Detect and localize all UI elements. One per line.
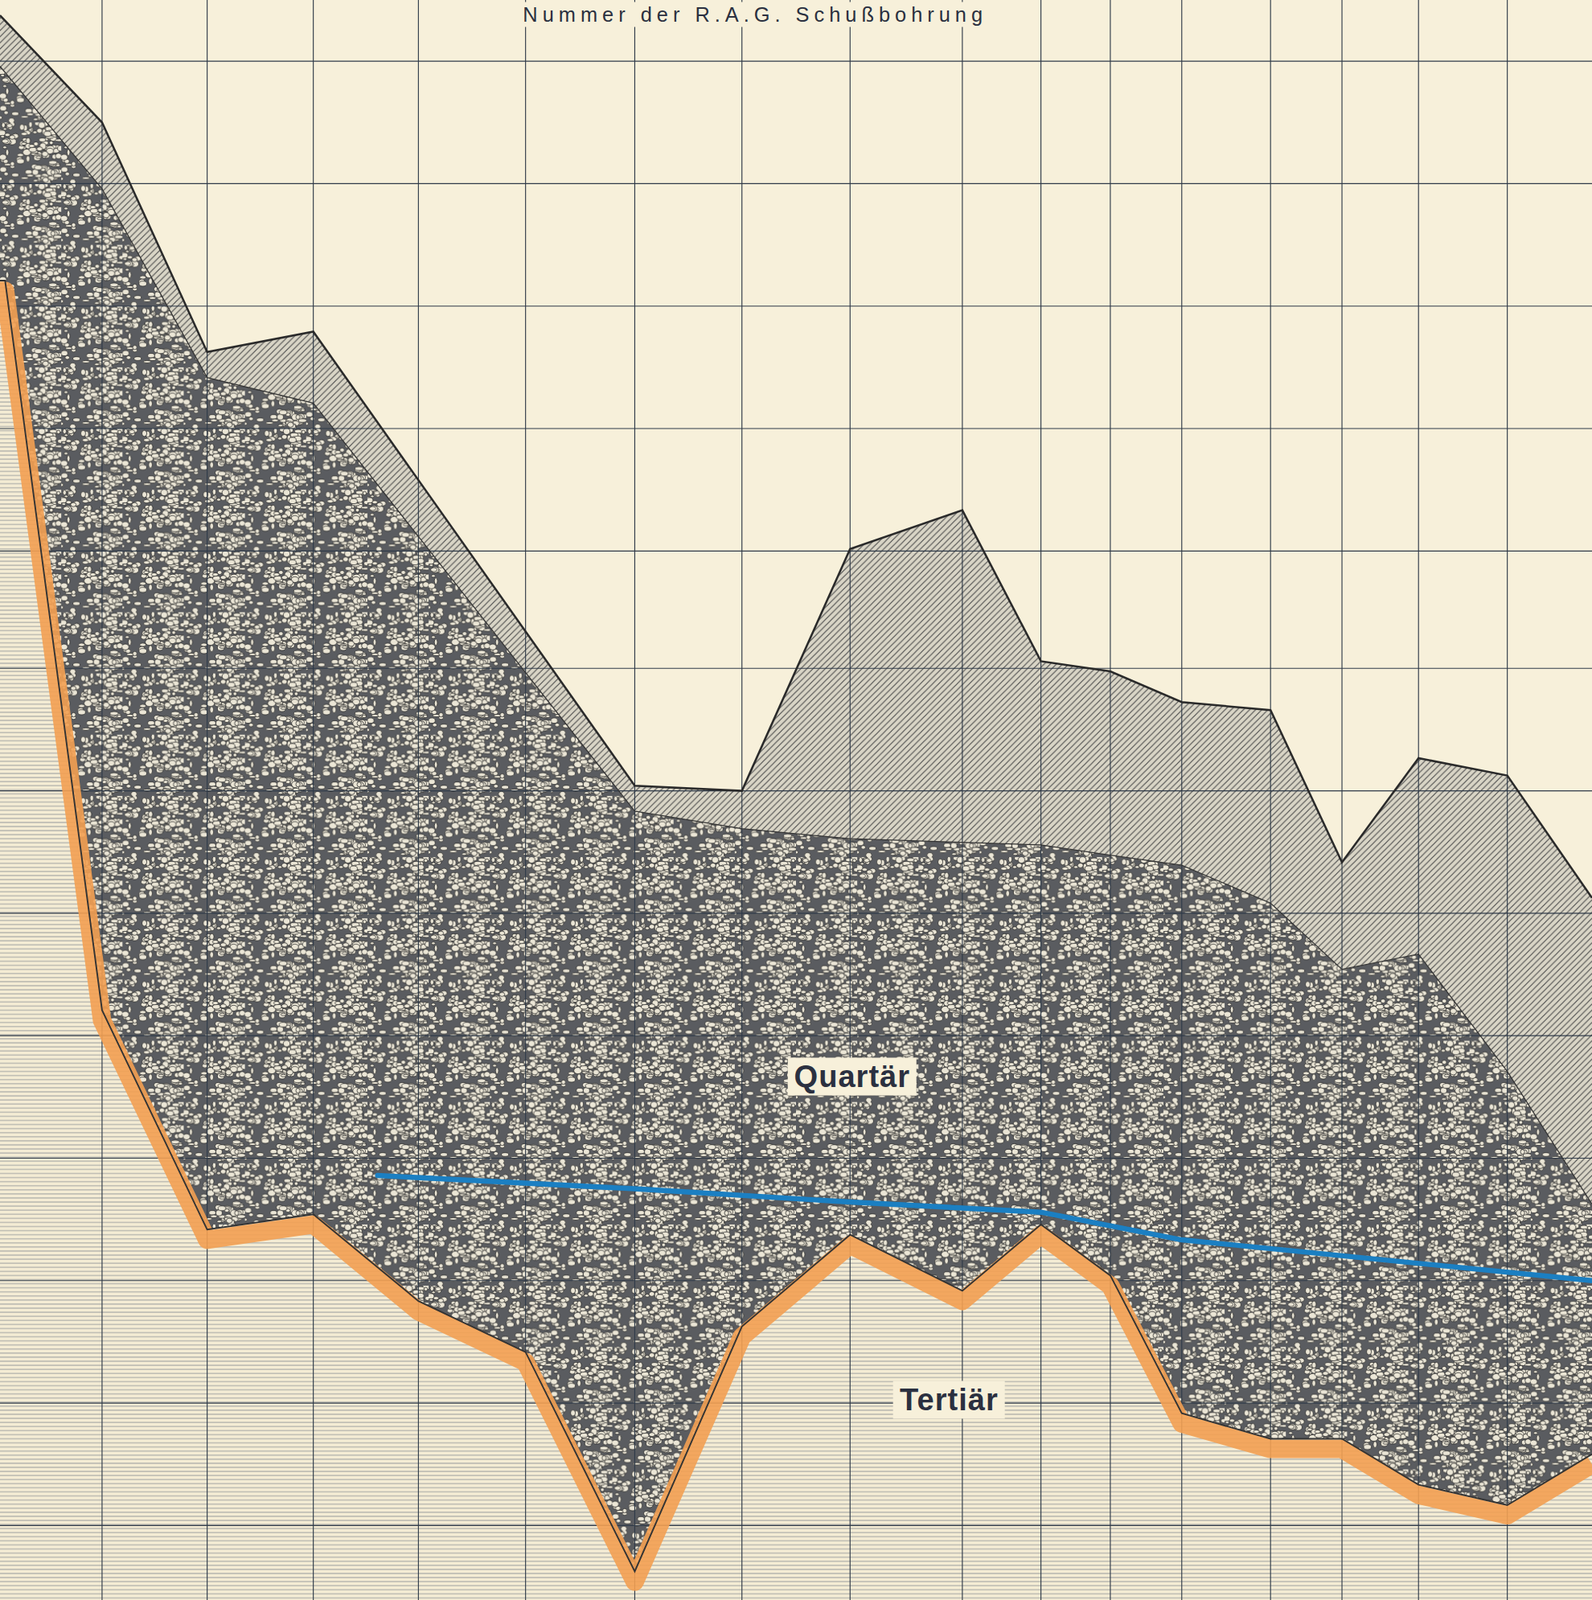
grid-line [961,0,963,1600]
grid-line [0,550,1592,552]
grid-line [1181,0,1182,1600]
grid-line [1341,0,1342,1600]
cover-layer [0,15,1592,1205]
layer-name: Tertiär [893,1381,1006,1420]
grid-line [1109,0,1111,1600]
grid-horizontal [0,61,1592,1526]
grid-line [1270,0,1272,1600]
grid-line [0,1035,1592,1037]
grid-line [101,0,103,1600]
grid-line [418,0,419,1600]
grid-line [1418,0,1420,1600]
tertiary-top-band [0,291,1592,1582]
grid-line [0,61,1592,62]
groundwater-line [377,1175,1592,1281]
grid-line [206,0,208,1600]
grid-line [0,1157,1592,1159]
grid-line [849,0,851,1600]
grid-line [0,183,1592,185]
grid-line [1040,0,1042,1600]
grid-line [0,305,1592,307]
grid-line [0,912,1592,914]
grid-line [0,427,1592,429]
grid-line [0,790,1592,792]
grid-line [0,1402,1592,1404]
grid-vertical [102,0,1508,1600]
grid-line [1506,0,1508,1600]
layer-boundary [0,280,1592,1572]
ground-surface [0,15,1592,899]
axis-caption: Nummer der R.A.G. Schußbohrung [516,1,994,27]
grid-line [312,0,314,1600]
grid-line [634,0,636,1600]
grid-line [0,1525,1592,1527]
layer-boundary [0,65,1592,1204]
layer-name: Quartär [787,1057,918,1096]
